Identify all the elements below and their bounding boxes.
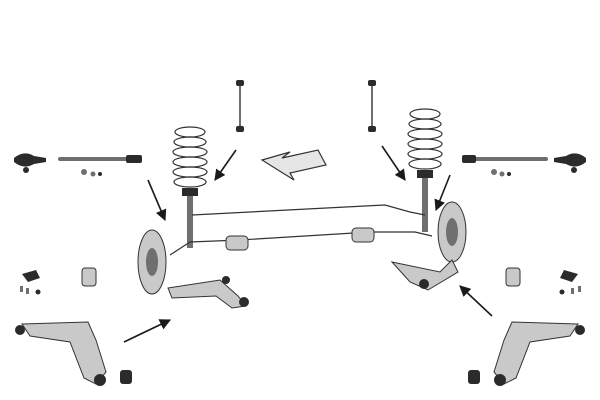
bushing-right-icon [505,267,521,287]
tie-rod-end-left-icon [14,153,102,177]
stabilizer-link-right-icon [368,80,376,132]
control-arm-left-icon [167,276,249,309]
brake-disc-right-icon [437,201,467,263]
control-arm-right-spare-icon [493,321,585,386]
steering-rack-icon [169,227,433,256]
tie-rod-left-icon [58,155,142,163]
coil-spring-right-icon [407,108,443,232]
direction-arrow-icon [260,149,327,181]
bushing-small-right-icon [468,370,480,384]
stabilizer-bar-icon [191,204,426,216]
stabilizer-link-left-icon [236,80,244,132]
pointer-arrow-icon [123,145,493,343]
ball-joint-right-icon [559,270,581,295]
control-arm-right-icon [390,259,459,291]
control-arm-left-spare-icon [15,321,107,386]
ball-joint-left-icon [20,270,41,295]
coil-spring-left-icon [172,126,208,248]
tie-rod-end-right-icon [491,153,586,177]
bushing-left-icon [81,267,97,287]
brake-disc-left-icon [137,229,167,295]
tie-rod-right-icon [462,155,548,163]
bushing-small-left-icon [120,370,132,384]
